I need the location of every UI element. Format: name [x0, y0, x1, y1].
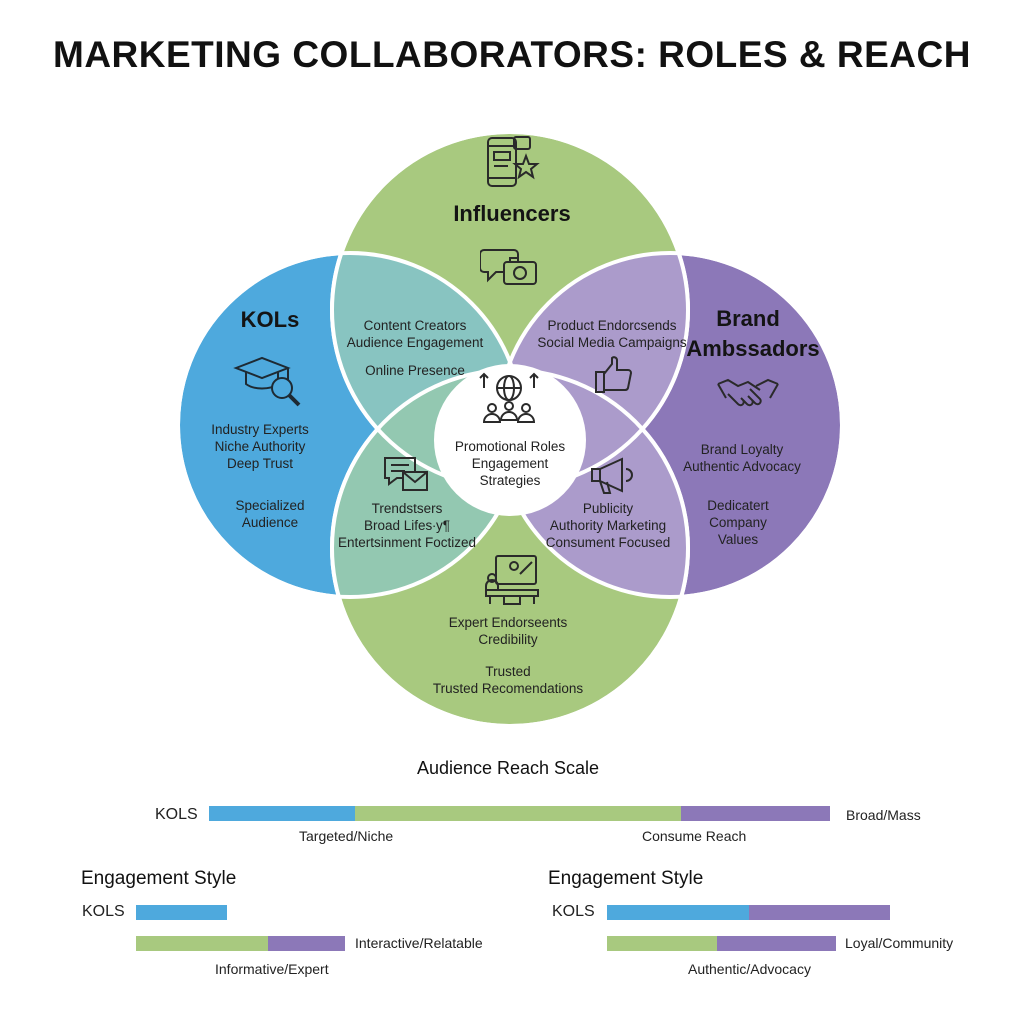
engagement-left-bar-1: [136, 905, 227, 920]
engagement-left-row-label: KOLS: [82, 903, 125, 920]
center-circle: [434, 364, 586, 516]
brand-extra-3: Values: [717, 532, 759, 547]
engagement-left-bar-1-segment-1: [136, 905, 227, 920]
bottom-line-2: Credibility: [478, 632, 538, 647]
thumbs-up-icon: [594, 356, 634, 394]
venn-diagram: [176, 130, 844, 728]
megaphone-icon: [590, 455, 636, 497]
reach-left-label: KOLS: [155, 806, 198, 823]
center-line-1: Promotional Roles: [454, 439, 566, 454]
brand-line-1: Brand Loyalty: [700, 442, 784, 457]
bottom-extra-2: Trusted Recomendations: [432, 681, 584, 696]
overlap-kol-influencer-extra: Online Presence: [365, 363, 465, 378]
brand-ambassadors-title-line-2: Ambssadors: [686, 336, 820, 361]
engagement-left-bar-2: [136, 936, 345, 951]
lower-left-line-1: Trendstsers: [371, 501, 443, 516]
center-line-3: Strategies: [479, 473, 541, 488]
kols-line-3: Deep Trust: [226, 456, 294, 471]
lower-right-line-2: Authority Marketing: [549, 518, 667, 533]
engagement-left-title: Engagement Style: [81, 868, 237, 889]
kols-extra-1: Specialized: [235, 498, 305, 513]
network-people-icon: [476, 370, 542, 428]
engagement-right-below-label: Authentic/Advocacy: [688, 961, 811, 977]
lower-left-line-3: Entertsinment Foctized: [337, 535, 477, 550]
reach-bar-segment-2: [354, 806, 681, 821]
reach-bar-segment-1: [209, 806, 355, 821]
kols-extra-2: Audience: [241, 515, 299, 530]
engagement-right-bar-1-segment-2: [748, 905, 890, 920]
engagement-right-title: Engagement Style: [548, 868, 704, 889]
overlap-kol-influencer-line-2: Audience Engagement: [346, 335, 484, 350]
engagement-right-bar-2-segment-1: [607, 936, 717, 951]
overlap-influencer-brand-line-1: Product Endorcsends: [547, 318, 677, 333]
presenter-desk-icon: [484, 554, 540, 606]
engagement-left-below-label: Informative/Expert: [215, 961, 329, 977]
engagement-left-bar-2-segment-1: [136, 936, 268, 951]
brand-ambassadors-title-line-1: Brand: [716, 306, 780, 331]
chat-camera-icon: [480, 244, 540, 288]
engagement-left-bar-2-segment-2: [267, 936, 345, 951]
center-line-2: Engagement: [471, 456, 549, 471]
engagement-right-bar-1: [607, 905, 890, 920]
brand-extra-1: Dedicatert: [707, 498, 769, 513]
lower-right-line-3: Consument Focused: [545, 535, 671, 550]
engagement-right-bar-1-segment-1: [607, 905, 749, 920]
chat-bubbles-icon: [383, 456, 431, 496]
brand-extra-2: Company: [709, 515, 767, 530]
reach-scale-title: Audience Reach Scale: [416, 758, 600, 778]
reach-bar-segment-3: [680, 806, 830, 821]
kols-line-2: Niche Authority: [214, 439, 306, 454]
handshake-icon: [716, 374, 780, 420]
reach-scale-bar: [209, 806, 830, 821]
engagement-right-bar-2-segment-2: [716, 936, 836, 951]
engagement-left-bar2-label: Interactive/Relatable: [355, 935, 483, 951]
engagement-right-bar-2: [607, 936, 836, 951]
page-title: MARKETING COLLABORATORS: ROLES & REACH: [53, 34, 971, 75]
smartphone-social-icon: [484, 134, 542, 192]
brand-line-2: Authentic Advocacy: [683, 459, 801, 474]
overlap-kol-influencer-line-1: Content Creators: [363, 318, 467, 333]
bottom-line-1: Expert Endorseents: [448, 615, 568, 630]
reach-below-label-1: Targeted/Niche: [299, 828, 394, 844]
reach-below-label-2: Consume Reach: [642, 828, 747, 844]
lower-right-line-1: Publicity: [582, 501, 634, 516]
engagement-right-bar2-label: Loyal/Community: [845, 935, 954, 951]
influencers-title: Influencers: [453, 201, 571, 226]
bottom-extra-1: Trusted: [485, 664, 531, 679]
kols-title: KOLs: [240, 307, 300, 332]
overlap-influencer-brand-line-2: Social Media Campaigns: [537, 335, 687, 350]
lower-left-line-2: Broad Lifes∙y¶: [363, 518, 451, 533]
graduation-cap-magnifier-icon: [232, 352, 304, 408]
kols-line-1: Industry Experts: [211, 422, 309, 437]
reach-right-label: Broad/Mass: [846, 807, 921, 823]
engagement-right-row-label: KOLS: [552, 903, 595, 920]
